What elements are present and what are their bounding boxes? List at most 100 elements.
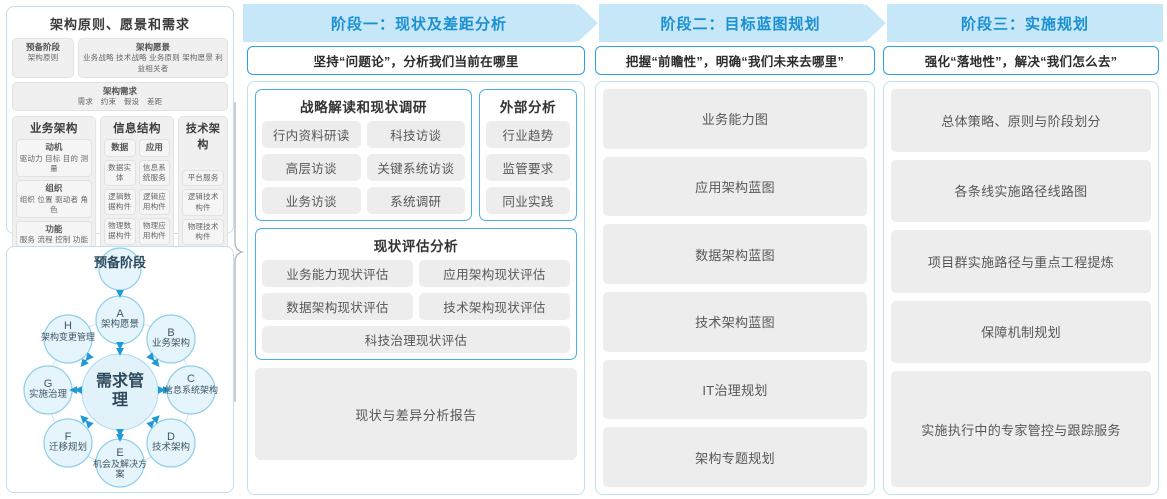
pill-it-governance-plan[interactable]: IT治理规划: [603, 359, 867, 420]
pill-line-implementation-roadmap[interactable]: 各条线实施路径线路图: [891, 159, 1151, 223]
togaf-application-item-1: 逻辑应用构件: [138, 189, 171, 216]
group-strategy-research-row-1: 高层访谈 关键系统访谈: [262, 154, 465, 181]
togaf-application-item-0: 信息系统服务: [138, 159, 171, 187]
group-strategy-research-row-2: 业务访谈 系统调研: [262, 187, 465, 214]
phase-1-header-label: 阶段一：现状及差距分析: [330, 15, 507, 33]
pill-technology-governance-assessment[interactable]: 科技治理现状评估: [262, 326, 570, 353]
pill-data-architecture-blueprint[interactable]: 数据架构蓝图: [603, 224, 867, 285]
togaf-tech-item-1: 逻辑技术构件: [182, 189, 224, 216]
pill-industry-trend[interactable]: 行业趋势: [486, 121, 570, 148]
phase-2-body: 业务能力图 应用架构蓝图 数据架构蓝图 技术架构蓝图 IT治理规划 架构专题规划: [595, 81, 875, 495]
group-external-analysis: 外部分析 行业趋势 监管要求 同业实践: [479, 89, 577, 221]
phase-2-header-label: 阶段二：目标蓝图规划: [660, 15, 821, 33]
phase-body-row: 战略解读和现状调研 行内资料研读 科技访谈 高层访谈 关键系统访谈 业务访谈 系…: [243, 81, 1163, 495]
pill-peer-practice[interactable]: 同业实践: [486, 187, 570, 214]
togaf-panel-title: 架构原则、愿景和需求: [49, 17, 190, 32]
togaf-requirements-cell: 架构需求 需求 约束 假设 差距: [12, 81, 228, 112]
togaf-data-item-1: 逻辑数据构件: [103, 189, 136, 216]
phase-3-header-label: 阶段三：实施规划: [960, 15, 1089, 33]
phase-1-header[interactable]: 阶段一：现状及差距分析: [243, 4, 595, 42]
pill-technical-architecture-blueprint[interactable]: 技术架构蓝图: [603, 292, 867, 352]
togaf-requirements-sub: 需求 约束 假设 差距: [77, 97, 163, 107]
pill-technology-interview[interactable]: 科技访谈: [366, 121, 465, 148]
phase-1-top-groups: 战略解读和现状调研 行内资料研读 科技访谈 高层访谈 关键系统访谈 业务访谈 系…: [255, 89, 577, 221]
togaf-information-subcolumns: 数据 数据实体 逻辑数据构件 物理数据构件 应用 信息系统服务 逻辑应用构件 物…: [103, 139, 171, 245]
togaf-information-structure-title: 信息结构: [113, 123, 162, 136]
group-strategy-research: 战略解读和现状调研 行内资料研读 科技访谈 高层访谈 关键系统访谈 业务访谈 系…: [255, 89, 472, 221]
togaf-tech-item-2: 物理技术构件: [182, 218, 224, 245]
phase-2-header[interactable]: 阶段二：目标蓝图规划: [599, 4, 882, 42]
togaf-preliminary-head: 预备阶段: [25, 42, 60, 52]
phase-2-subtitle-box[interactable]: 把握“前瞻性”，明确“我们未来去哪里”: [595, 46, 875, 75]
togaf-vision-head: 架构愿景: [135, 42, 170, 52]
pill-regulatory-requirement[interactable]: 监管要求: [486, 154, 570, 181]
pill-executive-interview[interactable]: 高层访谈: [262, 154, 361, 181]
assessment-row-1: 数据架构现状评估 技术架构现状评估: [262, 293, 570, 320]
assessment-row-0: 业务能力现状评估 应用架构现状评估: [262, 260, 570, 287]
phase-1-subtitle-box[interactable]: 坚持“问题论”，分析我们当前在哪里: [247, 46, 585, 75]
togaf-application-item-2: 物理应用构件: [138, 218, 171, 245]
left-reference-column: 架构原则、愿景和需求 预备阶段 架构原则 架构愿景 业务战略 技术战略 业务原则…: [6, 6, 245, 493]
phase-2-subtitle-label: 把握“前瞻性”，明确“我们未来去哪里”: [625, 55, 845, 69]
pill-assurance-mechanism-plan[interactable]: 保障机制规划: [891, 300, 1151, 364]
group-strategy-research-row-0: 行内资料研读 科技访谈: [262, 121, 465, 148]
togaf-requirements-head: 架构需求: [102, 85, 137, 96]
togaf-business-architecture-column: 业务架构 动机 驱动力 目标 目的 测量 组织 组织 位置 驱动者 角色 功能 …: [12, 116, 96, 253]
pill-overall-strategy-principles-phasing[interactable]: 总体策略、原则与阶段划分: [891, 89, 1151, 152]
pill-data-architecture-assessment[interactable]: 数据架构现状评估: [262, 293, 413, 320]
togaf-data-item-0: 数据实体: [103, 159, 136, 187]
togaf-domain-columns: 业务架构 动机 驱动力 目标 目的 测量 组织 组织 位置 驱动者 角色 功能 …: [12, 116, 228, 253]
phase-1-report-box[interactable]: 现状与差异分析报告: [255, 368, 577, 460]
togaf-top-row: 预备阶段 架构原则 架构愿景 业务战略 技术战略 业务原则 架构愿景 利益相关者: [12, 38, 228, 78]
phase-3-body: 总体策略、原则与阶段划分 各条线实施路径线路图 项目群实施路径与重点工程提炼 保…: [883, 81, 1159, 495]
pill-architecture-topic-plan[interactable]: 架构专题规划: [603, 427, 867, 488]
pill-application-architecture-blueprint[interactable]: 应用架构蓝图: [603, 156, 867, 217]
phase-3-subtitle-box[interactable]: 强化“落地性”，解决“我们怎么去”: [883, 46, 1159, 75]
adm-cycle-panel: 预备阶段 A 架构愿景 B 业务架构 C 信息系统架构 D 技术架构 E 机会及…: [6, 246, 234, 493]
pill-program-path-key-projects[interactable]: 项目群实施路径与重点工程提炼: [891, 230, 1151, 293]
togaf-technical-architecture-title: 技术架构: [185, 123, 221, 152]
togaf-data-head: 数据: [103, 139, 136, 157]
pill-technical-architecture-assessment[interactable]: 技术架构现状评估: [419, 293, 570, 320]
phase-1-subtitle-label: 坚持“问题论”，分析我们当前在哪里: [313, 55, 519, 69]
group-current-state-assessment-title: 现状评估分析: [373, 239, 459, 254]
togaf-application-head: 应用: [138, 139, 171, 157]
adm-cycle-graphic: [23, 247, 216, 488]
togaf-cell-motivation-head: 动机: [45, 142, 63, 153]
togaf-preliminary-sub: 架构原则: [27, 53, 59, 63]
togaf-business-architecture-title: 业务架构: [29, 123, 78, 136]
phase-3-subtitle-label: 强化“落地性”，解决“我们怎么去”: [924, 55, 1118, 69]
pill-business-capability-assessment[interactable]: 业务能力现状评估: [262, 260, 413, 287]
togaf-data-subcolumn: 数据 数据实体 逻辑数据构件 物理数据构件: [103, 139, 136, 245]
togaf-vision-cell: 架构愿景 业务战略 技术战略 业务原则 架构愿景 利益相关者: [78, 38, 228, 78]
pill-business-capability-map[interactable]: 业务能力图: [603, 89, 867, 149]
pill-key-system-interview[interactable]: 关键系统访谈: [366, 154, 465, 181]
togaf-cell-organization-head: 组织: [45, 183, 63, 194]
pill-business-interview[interactable]: 业务访谈: [262, 187, 361, 214]
pill-internal-materials-review[interactable]: 行内资料研读: [262, 121, 361, 148]
phase-3-item-stack: 总体策略、原则与阶段划分 各条线实施路径线路图 项目群实施路径与重点工程提炼 保…: [891, 89, 1151, 487]
togaf-cell-organization-sub: 组织 位置 驱动者 角色: [19, 194, 89, 214]
togaf-technical-architecture-column: 技术架构 平台服务 逻辑技术构件 物理技术构件: [178, 116, 228, 253]
pill-system-survey[interactable]: 系统调研: [366, 187, 465, 214]
togaf-content-framework-panel: 架构原则、愿景和需求 预备阶段 架构原则 架构愿景 业务战略 技术战略 业务原则…: [6, 6, 234, 299]
phase-2-item-stack: 业务能力图 应用架构蓝图 数据架构蓝图 技术架构蓝图 IT治理规划 架构专题规划: [603, 89, 867, 488]
togaf-cell-function-head: 功能: [45, 223, 63, 234]
togaf-cell-motivation: 动机 驱动力 目标 目的 测量: [16, 139, 92, 178]
connector-bracket-icon: [234, 102, 245, 402]
togaf-cell-function: 功能 服务 流程 控制 功能: [16, 220, 92, 249]
togaf-data-item-2: 物理数据构件: [103, 218, 136, 245]
togaf-cell-organization: 组织 组织 位置 驱动者 角色: [16, 180, 92, 218]
togaf-cell-motivation-sub: 驱动力 目标 目的 测量: [19, 153, 89, 173]
phase-header-row: 阶段一：现状及差距分析 阶段二：目标蓝图规划 阶段三：实施规划: [243, 4, 1163, 42]
phase-1-body: 战略解读和现状调研 行内资料研读 科技访谈 高层访谈 关键系统访谈 业务访谈 系…: [247, 81, 585, 495]
pill-expert-control-tracking-service[interactable]: 实施执行中的专家管控与跟踪服务: [891, 371, 1151, 487]
group-current-state-assessment: 现状评估分析 业务能力现状评估 应用架构现状评估 数据架构现状评估 技术架构现状…: [255, 228, 577, 360]
togaf-information-structure-column: 信息结构 数据 数据实体 逻辑数据构件 物理数据构件 应用 信息系统服务 逻辑应…: [99, 116, 175, 253]
phase-3-header[interactable]: 阶段三：实施规划: [887, 4, 1163, 42]
pill-application-architecture-assessment[interactable]: 应用架构现状评估: [419, 260, 570, 287]
togaf-application-subcolumn: 应用 信息系统服务 逻辑应用构件 物理应用构件: [138, 139, 171, 245]
phase-subtitle-row: 坚持“问题论”，分析我们当前在哪里 把握“前瞻性”，明确“我们未来去哪里” 强化…: [243, 46, 1163, 75]
group-strategy-research-title: 战略解读和现状调研: [300, 100, 427, 115]
